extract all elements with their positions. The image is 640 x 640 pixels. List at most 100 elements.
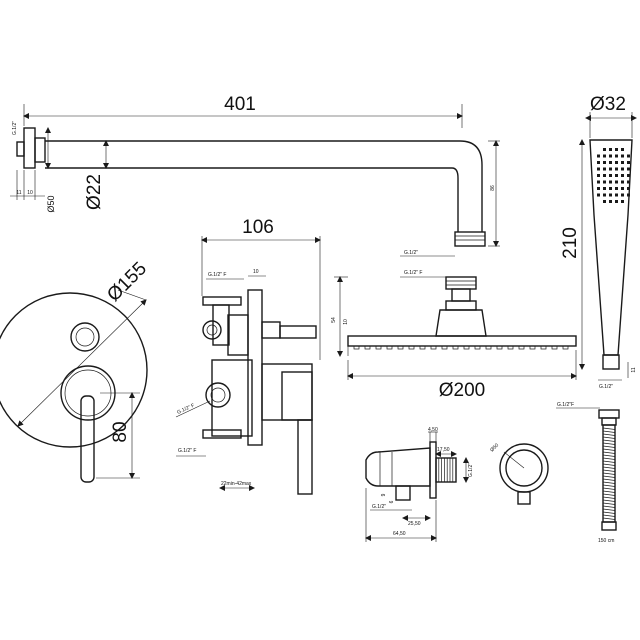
arm-dim-11-label: 11 <box>16 190 21 196</box>
nozzle <box>474 345 481 350</box>
nozzle-dot <box>615 193 618 197</box>
shower-arm: 401 Ø22 Ø50 G.1/2" 11 10 86 G.1/2" <box>10 94 500 257</box>
hose-ring <box>602 478 616 481</box>
hose-ring <box>602 496 616 499</box>
nozzle-dot <box>627 154 630 158</box>
mounting-plate <box>247 289 263 446</box>
diverter-knob-inner <box>75 327 95 347</box>
nozzle <box>562 345 569 350</box>
leader-line <box>117 289 147 301</box>
hose-bottom-nut <box>601 521 617 531</box>
arm-length-label: 401 <box>224 94 256 115</box>
hose-ring <box>602 439 616 442</box>
elbow-dim-17-50-label: 17,50 <box>437 447 450 453</box>
nozzle-dot <box>615 167 618 171</box>
mixer-wall-range-label: 22min-42max <box>221 481 252 487</box>
hose-ring <box>602 427 616 430</box>
nozzle-dot <box>621 161 624 164</box>
nozzle-dot <box>609 187 612 190</box>
nozzle-dot <box>621 200 624 203</box>
nozzle-dot <box>627 193 630 197</box>
elbow-thread-bottom-label: G.1/2" <box>372 504 386 510</box>
hose-ring <box>602 514 616 517</box>
hose-rings <box>602 427 616 520</box>
nozzle-dot <box>609 200 612 203</box>
nozzle <box>452 345 459 350</box>
arm-pipe-dia-label: Ø22 <box>84 174 105 210</box>
top-pipe-nut <box>202 296 242 306</box>
nozzle-dot <box>597 193 600 197</box>
nozzle-dot <box>615 187 618 190</box>
nozzle-dot <box>615 200 618 203</box>
head-ball-joint <box>451 288 471 302</box>
nozzle-dot <box>603 200 606 203</box>
hand-shower-length-label: 210 <box>560 227 581 259</box>
nozzle <box>375 345 382 350</box>
nozzle-dot <box>627 187 630 190</box>
head-top-nut <box>445 276 477 290</box>
nozzle-dot <box>597 180 600 184</box>
nozzle <box>463 345 470 350</box>
hand-shower-body <box>589 139 633 356</box>
nozzle-dot <box>615 174 618 177</box>
elbow-dim-4-50-label: 4,50 <box>428 427 438 433</box>
nozzle-dot <box>603 174 606 177</box>
hose-ring <box>602 487 616 490</box>
nozzle <box>364 345 371 350</box>
nozzle-dot <box>597 174 600 177</box>
elbow-dim-9-label: 9 <box>381 493 387 496</box>
nozzle-dot <box>609 154 612 158</box>
hose-ring <box>602 454 616 457</box>
hose-ring <box>602 445 616 448</box>
hose-ring <box>602 430 616 433</box>
nozzle <box>529 345 536 350</box>
hose-ring <box>602 511 616 514</box>
hand-shower-nozzle-grid <box>597 148 630 203</box>
hose-ring <box>602 466 616 469</box>
top-connector <box>202 320 222 340</box>
side-inlet-inner <box>210 387 226 403</box>
hose-ring <box>602 508 616 511</box>
nozzle-dot <box>621 148 624 151</box>
nozzle <box>540 345 547 350</box>
mixer-thread-top-label: G.1/2" F <box>208 272 226 278</box>
hose-ring <box>602 475 616 478</box>
hose-ring <box>602 484 616 487</box>
hose-ring <box>602 448 616 451</box>
nozzle-dot <box>627 174 630 177</box>
elbow-dim-25-50-label: 25,50 <box>408 521 421 527</box>
dim-line <box>17 299 147 427</box>
nozzle-dot <box>609 174 612 177</box>
valve-cartridge <box>211 359 253 437</box>
arm-thread-label: G.1/2" <box>12 121 18 135</box>
hose-ring <box>602 457 616 460</box>
arm-outlet-thread-label: G.1/2" <box>404 250 418 256</box>
nozzle <box>386 345 393 350</box>
nozzle-dot <box>597 187 600 190</box>
shower-head: G.1/2" F 54 10 Ø200 <box>331 270 577 401</box>
nozzle-dot <box>609 161 612 164</box>
mixer-dim-10-label: 10 <box>253 269 259 275</box>
head-collar <box>445 300 477 311</box>
hose-top-nut <box>598 409 620 419</box>
hose-top-ferrule <box>601 417 617 426</box>
nozzle-dot <box>615 180 618 184</box>
hose-ring <box>602 505 616 508</box>
lever-side <box>297 419 313 495</box>
hand-shower-connector <box>602 354 620 370</box>
elbow-flange <box>429 441 437 499</box>
nozzle-dot <box>621 167 624 171</box>
nozzle-dot <box>627 167 630 171</box>
elbow-dia-label: Ø50 <box>489 442 500 453</box>
leader-line <box>503 451 525 469</box>
nozzle <box>496 345 503 350</box>
elbow-body <box>365 447 431 487</box>
head-plate <box>347 335 577 347</box>
arm-dim-10-label: 10 <box>27 190 33 196</box>
mixer-wall-plate <box>0 292 148 448</box>
arm-drop-label: 86 <box>490 185 496 191</box>
elbow-thread-lines <box>438 458 454 482</box>
head-joint-housing <box>435 309 487 337</box>
nozzle-dot <box>603 180 606 184</box>
